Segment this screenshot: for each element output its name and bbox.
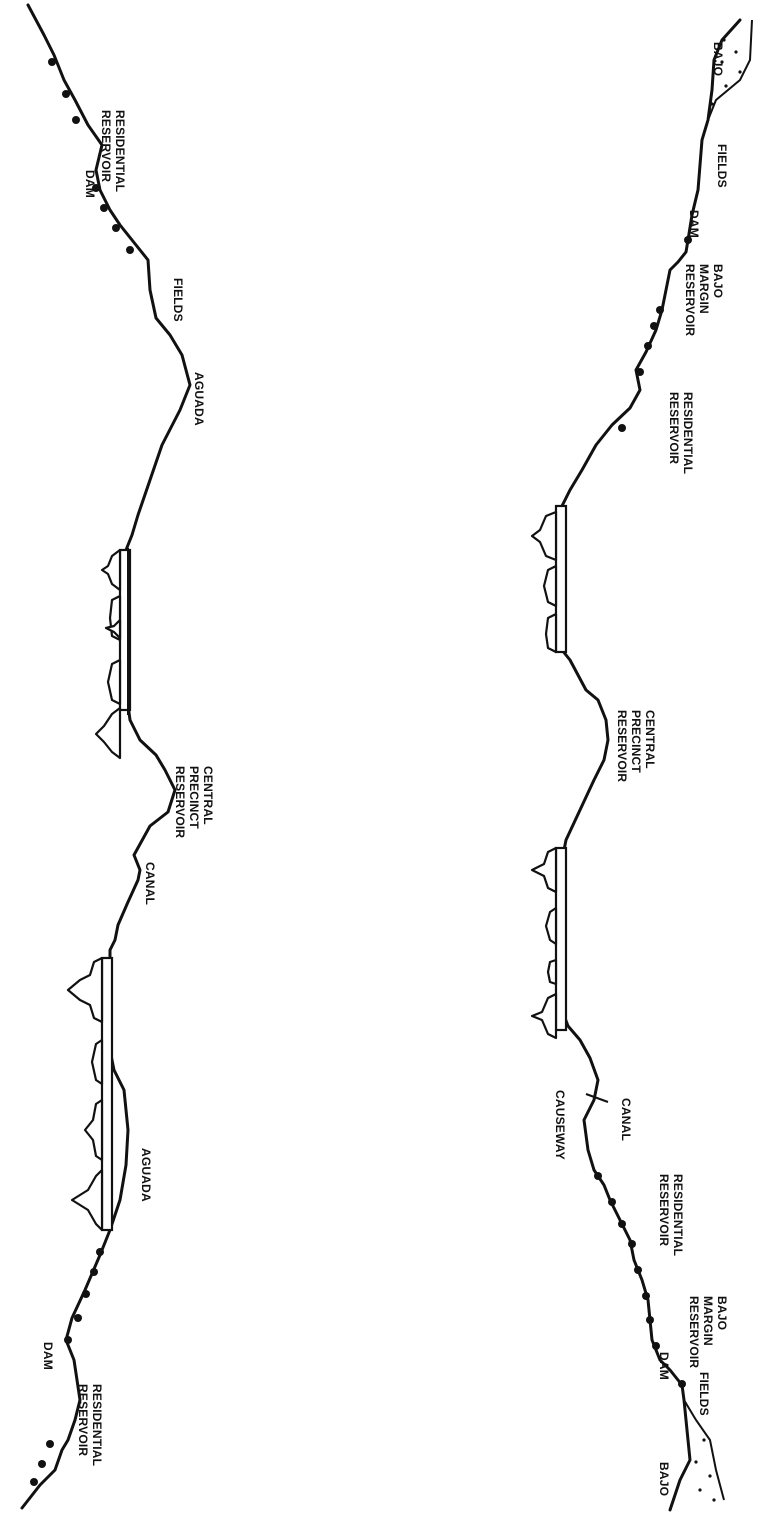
dot (734, 50, 738, 54)
upper-houses (30, 58, 134, 1486)
dot (722, 38, 726, 42)
label-dam-lower-left: DAM (657, 1352, 671, 1380)
temple-icon (66, 956, 104, 1024)
dot (694, 1460, 698, 1464)
label-central-precinct-reservoir-lower: CENTRAL PRECINCT RESERVOIR (615, 710, 657, 782)
dot (712, 1498, 716, 1502)
label-dam-upper-left: DAM (41, 1342, 55, 1370)
label-residential-reservoir-upper-right: RESIDENTIAL RESERVOIR (99, 110, 127, 196)
house-icon (96, 1248, 104, 1256)
house-icon (38, 1460, 46, 1468)
temple-icon (94, 706, 122, 760)
label-residential-reservoir-upper-left: RESIDENTIAL RESERVOIR (76, 1384, 104, 1470)
label-bajo-lower-left: BAJO (657, 1462, 671, 1496)
label-canal-upper: CANAL (143, 862, 157, 905)
lower-temple-group-left (530, 846, 558, 1040)
dot (724, 84, 728, 88)
label-causeway: CAUSEWAY (553, 1090, 567, 1160)
house-icon (634, 1266, 642, 1274)
label-bajo-lower-right: BAJO (711, 42, 725, 76)
house-icon (112, 224, 120, 232)
house-icon (656, 306, 664, 314)
dot (698, 1488, 702, 1492)
house-icon (62, 90, 70, 98)
house-icon (628, 1240, 636, 1248)
label-bajo-margin-reservoir-lower-right: BAJO MARGIN RESERVOIR (683, 264, 725, 336)
label-central-precinct-reservoir-upper: CENTRAL PRECINCT RESERVOIR (173, 766, 215, 838)
label-bajo-margin-reservoir-lower-left: BAJO MARGIN RESERVOIR (687, 1296, 729, 1368)
house-icon (644, 342, 652, 350)
upper-labels: RESIDENTIAL RESERVOIR DAM AGUADA CANAL C… (41, 110, 215, 1470)
house-icon (684, 236, 692, 244)
lower-labels: BAJO FIELDS DAM BAJO MARGIN RESERVOIR RE… (553, 42, 729, 1496)
lower-platform-right (554, 504, 568, 654)
temple-icon (106, 658, 122, 706)
temple-icon (83, 1098, 104, 1162)
lower-temple-group-right (530, 510, 558, 654)
label-fields-lower-left: FIELDS (697, 1372, 711, 1416)
lower-houses (594, 236, 692, 1388)
temple-icon (90, 1038, 104, 1086)
dot (720, 60, 724, 64)
label-dam-upper-right: DAM (83, 170, 97, 198)
upper-temple-group-right (94, 548, 122, 760)
temple-icon (530, 846, 558, 894)
house-icon (64, 1336, 72, 1344)
label-aguada-upper-left: AGUADA (139, 1148, 153, 1202)
house-icon (82, 1290, 90, 1298)
temple-icon (546, 958, 558, 986)
house-icon (642, 1292, 650, 1300)
house-icon (92, 184, 100, 192)
house-icon (48, 58, 56, 66)
label-canal-lower: CANAL (619, 1098, 633, 1141)
lower-platform-left (554, 846, 568, 1032)
house-icon (636, 368, 644, 376)
bajo-dots (694, 38, 742, 1502)
temple-icon (104, 618, 122, 640)
temple-icon (542, 564, 558, 608)
upper-profile: RESIDENTIAL RESERVOIR DAM AGUADA CANAL C… (20, 3, 215, 1510)
label-fields-lower-right: FIELDS (715, 144, 729, 188)
label-fields-upper: FIELDS (171, 278, 185, 322)
temple-icon (530, 992, 558, 1040)
temple-icon (544, 612, 558, 654)
temple-icon (544, 906, 558, 946)
bajo-boundary-right (707, 19, 753, 121)
temple-icon (530, 510, 558, 562)
dot (708, 1474, 712, 1478)
house-icon (594, 1172, 602, 1180)
temple-icon (100, 548, 122, 592)
house-icon (72, 116, 80, 124)
causeway-marker (585, 1093, 609, 1103)
dot (738, 70, 742, 74)
dot (702, 1438, 706, 1442)
label-residential-reservoir-lower-right: RESIDENTIAL RESERVOIR (667, 392, 695, 478)
label-aguada-upper-right: AGUADA (192, 372, 206, 426)
lower-terrain-line (558, 18, 742, 1512)
lower-profile: BAJO FIELDS DAM BAJO MARGIN RESERVOIR RE… (530, 18, 753, 1512)
house-icon (618, 424, 626, 432)
house-icon (678, 1380, 686, 1388)
dot (710, 102, 714, 106)
house-icon (646, 1316, 654, 1324)
house-icon (46, 1440, 54, 1448)
house-icon (618, 1220, 626, 1228)
house-icon (608, 1198, 616, 1206)
temple-icon (70, 1168, 104, 1232)
house-icon (126, 246, 134, 254)
house-icon (74, 1314, 82, 1322)
house-icon (100, 204, 108, 212)
house-icon (652, 1342, 660, 1350)
upper-temple-group-left (66, 956, 104, 1232)
house-icon (650, 322, 658, 330)
house-icon (30, 1478, 38, 1486)
upper-terrain-line (20, 3, 192, 1510)
house-icon (90, 1268, 98, 1276)
bajo-boundary-left (683, 1399, 725, 1501)
upper-platform-left (100, 956, 114, 1232)
label-residential-reservoir-lower-left: RESIDENTIAL RESERVOIR (657, 1174, 685, 1260)
label-dam-lower-right: DAM (687, 210, 701, 238)
